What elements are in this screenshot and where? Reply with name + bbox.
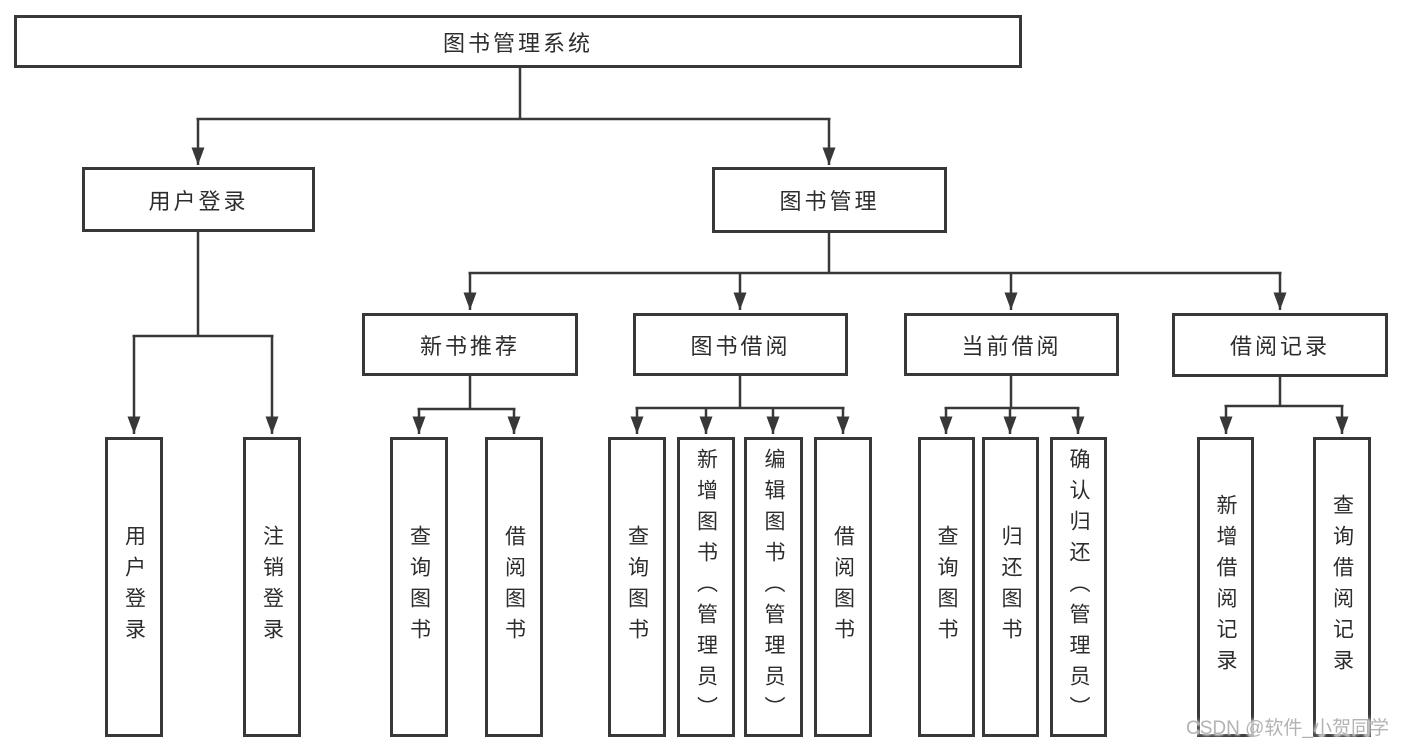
leaf-logout: 注销登录: [243, 437, 301, 737]
leaf-label: 用户登录: [122, 525, 146, 649]
node-borrow-records: 借阅记录: [1172, 313, 1388, 377]
leaf-borrowing-borrow-books: 借阅图书: [814, 437, 872, 737]
leaf-borrowing-edit-books-admin: 编辑图书（管理员）: [744, 437, 803, 737]
leaf-label: 归还图书: [999, 525, 1022, 649]
leaf-newrec-query-books: 查询图书: [390, 437, 448, 737]
node-label: 借阅记录: [1229, 334, 1330, 359]
node-label: 图书管理系统: [442, 30, 593, 56]
node-label: 当前借阅: [961, 333, 1062, 359]
leaf-current-return-books: 归还图书: [982, 437, 1039, 737]
node-user-login: 用户登录: [82, 167, 315, 232]
leaf-records-add-record: 新增借阅记录: [1197, 437, 1254, 737]
node-label: 新书推荐: [419, 333, 520, 359]
leaf-label: 借阅图书: [502, 525, 526, 649]
leaf-label: 查询借阅记录: [1330, 494, 1354, 680]
leaf-borrowing-add-books-admin: 新增图书（管理员）: [677, 437, 735, 737]
leaf-label: 编辑图书（管理员）: [762, 447, 785, 727]
leaf-borrowing-query-books: 查询图书: [608, 437, 666, 737]
leaf-label: 确认归还（管理员）: [1067, 447, 1090, 727]
leaf-label: 查询图书: [625, 525, 649, 649]
leaf-records-query-record: 查询借阅记录: [1313, 437, 1371, 737]
node-root-library-system: 图书管理系统: [14, 15, 1022, 68]
node-label: 图书借阅: [690, 333, 791, 359]
leaf-current-query-books: 查询图书: [918, 437, 975, 737]
leaf-current-confirm-return-admin: 确认归还（管理员）: [1050, 437, 1107, 737]
node-label: 用户登录: [148, 188, 249, 214]
node-new-book-recommend: 新书推荐: [362, 313, 578, 376]
leaf-newrec-borrow-books: 借阅图书: [485, 437, 543, 737]
leaf-label: 注销登录: [260, 525, 284, 649]
leaf-label: 新增图书（管理员）: [694, 447, 718, 727]
node-book-management: 图书管理: [712, 167, 947, 233]
leaf-label: 查询图书: [935, 525, 958, 649]
leaf-label: 新增借阅记录: [1214, 494, 1237, 680]
leaf-user-login: 用户登录: [105, 437, 163, 737]
node-current-borrowing: 当前借阅: [904, 313, 1119, 376]
node-label: 图书管理: [779, 189, 880, 214]
leaf-label: 查询图书: [407, 525, 431, 649]
leaf-label: 借阅图书: [831, 525, 855, 649]
csdn-watermark: CSDN @软件_小贺同学: [1186, 718, 1389, 739]
node-book-borrowing: 图书借阅: [633, 313, 848, 376]
